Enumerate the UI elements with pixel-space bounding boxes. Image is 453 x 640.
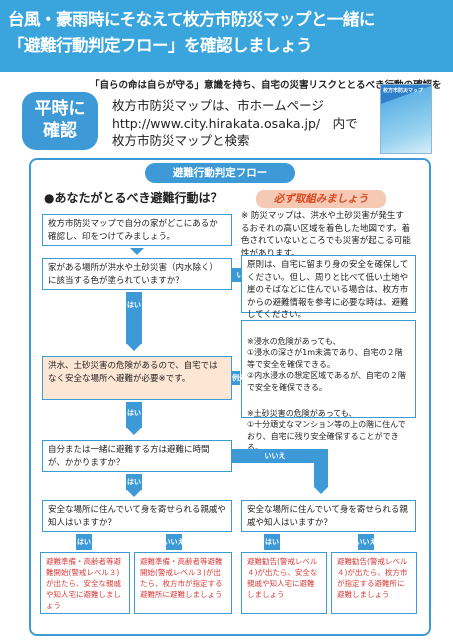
exception-b-text: ※土砂災害の危険があっても、 ①十分頑丈なマンション等の上の階に住んでおり、自宅… — [247, 408, 406, 453]
label-iie4: いいえ — [355, 538, 377, 546]
arrow-hai1 — [126, 292, 142, 344]
heiji-line1: 平時に — [34, 99, 86, 119]
label-hai3: はい — [127, 478, 141, 486]
flow-title: 避難行動判定フロー — [145, 163, 295, 183]
result2-box: 避難準備・高齢者等避難開始(警戒レベル３)が出たら、枚方市が指定する避難所に避難… — [134, 552, 232, 614]
arrow-down-icon — [127, 490, 141, 497]
info-line1: 枚方市防災マップは、市ホームページ — [112, 98, 324, 113]
step2-box: 家がある場所が洪水や土砂災害（内水除く）に該当する色が塗られていますか？ — [42, 258, 232, 290]
map-info: 枚方市防災マップは、市ホームページ http://www.city.hiraka… — [112, 97, 358, 150]
exception-a-text: ※浸水の危険があっても、 ①浸水の深さが1m未満であり、自宅の２階等で安全を確保… — [247, 336, 406, 392]
label-hai2: はい — [127, 409, 141, 417]
arrow-down-icon — [314, 487, 328, 494]
step4-box: 自分または一緒に避難する方は避難に時間が、かかりますか？ — [42, 440, 232, 472]
info-line2[interactable]: http://www.city.hirakata.osaka.jp/ 内で — [112, 115, 358, 131]
label-hai1: はい — [127, 301, 141, 309]
arrow-down-icon — [127, 428, 141, 435]
label-hai5: はい — [265, 538, 279, 546]
header-title-line2: 「避難行動判定フロー」を確認しましょう — [8, 36, 313, 55]
bosai-map-cover-image: 枚方市防災マップ — [380, 84, 432, 154]
arrow-iie2-down — [314, 449, 328, 487]
right1-box: 原則は、自宅に留まり身の安全を確保してください。但し、周りと比べて低い土地や崖の… — [241, 255, 416, 320]
arrow-hai3 — [126, 474, 142, 490]
step3-box: 洪水、土砂災害の危険があるので、自宅ではなく安全な場所へ避難が必要※です。 — [42, 356, 232, 400]
arrow-iie4 — [358, 534, 374, 550]
policy-text: 「自らの命は自らが守る」意識を持ち、自宅の災害リスクととるべき行動の確認を — [90, 80, 442, 91]
flow-panel — [29, 158, 431, 636]
left-question-box: 安全な場所に住んでいて身を寄せられる親戚や知人はいますか？ — [42, 500, 232, 532]
label-iie3: いいえ — [163, 538, 185, 546]
result4-box: 避難勧告(警戒レベル４)が出たら、枚方市が指定する避難所に避難しましょう — [331, 552, 417, 614]
result3-box: 避難勧告(警戒レベル４)が出たら、安全な親戚や知人宅に避難しましょう — [241, 552, 327, 614]
arrow-hai2 — [126, 402, 142, 428]
must-badge: 必ず取組みましょう — [256, 190, 386, 208]
arrow-down-icon — [127, 344, 141, 351]
arrow-iie3 — [166, 534, 182, 550]
label-iie2: いいえ — [264, 452, 286, 460]
arrow-reigai — [232, 371, 240, 385]
header-banner: 台風・豪雨時にそなえて枚方市防災マップと一緒に 「避難行動判定フロー」を確認しま… — [0, 0, 453, 72]
arrow-iie2 — [232, 449, 328, 463]
label-reigai: 例外 — [232, 374, 246, 382]
map-note: ※ 防災マップは、洪水や土砂災害が発生するおそれの高い区域を着色した地図です。着… — [241, 211, 411, 259]
header-title-line1: 台風・豪雨時にそなえて枚方市防災マップと一緒に — [8, 10, 375, 29]
result1-box: 避難準備・高齢者等避難開始(警戒レベル３)が出たら、安全な親戚や知人宅に避難しま… — [40, 552, 130, 614]
step1-box: 枚方市防災マップで自分の家がどこにあるか確認し、印をつけてみましょう。 — [42, 214, 232, 246]
arrow-hai5 — [264, 534, 280, 550]
label-hai4: はい — [77, 538, 91, 546]
arrow-down-icon — [130, 248, 144, 255]
flow-question: ●あなたがとるべき避難行動は？ — [44, 191, 223, 205]
book-title: 枚方市防災マップ — [383, 88, 424, 94]
right-question-box: 安全な場所に住んでいて身を寄せられる親戚や知人はいますか？ — [241, 500, 416, 532]
info-line3: 枚方市防災マップと検索 — [112, 133, 250, 148]
heiji-line2: 確認 — [43, 121, 77, 141]
heiji-badge: 平時に 確認 — [22, 92, 98, 150]
arrow-hai4 — [76, 534, 92, 550]
exception-a-box: ※浸水の危険があっても、 ①浸水の深さが1m未満であり、自宅の２階等で安全を確保… — [241, 320, 416, 452]
